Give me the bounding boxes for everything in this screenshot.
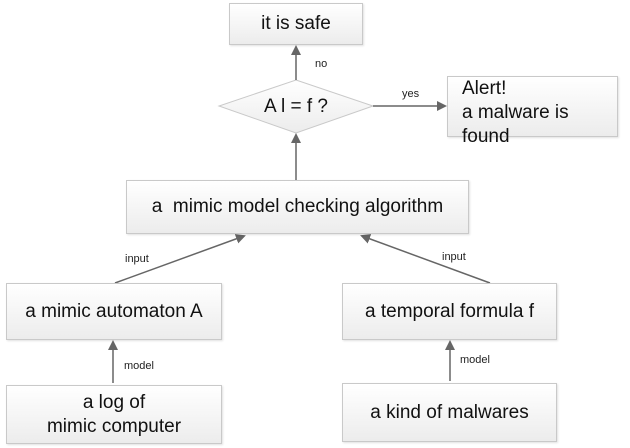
edge-label-model-left: model	[124, 360, 154, 372]
node-it-is-safe-label: it is safe	[261, 13, 331, 35]
arrow-input-left	[114, 234, 246, 284]
node-log-line2: mimic computer	[46, 415, 182, 437]
node-alert-line2: a malware is found	[462, 101, 569, 147]
node-temporal-formula: a temporal formula f	[342, 283, 557, 340]
node-it-is-safe: it is safe	[229, 3, 363, 45]
decision-label: A l = f ?	[219, 80, 373, 133]
edge-label-model-right: model	[460, 354, 490, 366]
node-malwares-label: a kind of malwares	[370, 401, 529, 423]
edge-label-yes: yes	[402, 88, 420, 100]
arrow-input-right	[360, 234, 491, 284]
decision-text: A l = f ?	[264, 95, 328, 117]
edge-label-no: no	[315, 58, 328, 70]
node-temporal-formula-label: a temporal formula f	[365, 300, 534, 322]
node-mimic-automaton-label: a mimic automaton A	[25, 300, 203, 322]
edge-label-input-right: input	[442, 251, 466, 263]
edge-label-input-left: input	[125, 253, 149, 265]
node-alert-line1: Alert!	[462, 78, 507, 99]
node-malwares: a kind of malwares	[342, 383, 557, 442]
node-log-line1: a log of	[82, 391, 146, 413]
node-alert: Alert! a malware is found	[447, 76, 618, 147]
node-mimic-automaton: a mimic automaton A	[6, 283, 222, 340]
node-algorithm-label: a mimic model checking algorithm	[151, 196, 444, 218]
node-log: a log of mimic computer	[6, 385, 222, 444]
node-algorithm: a mimic model checking algorithm	[126, 180, 469, 234]
